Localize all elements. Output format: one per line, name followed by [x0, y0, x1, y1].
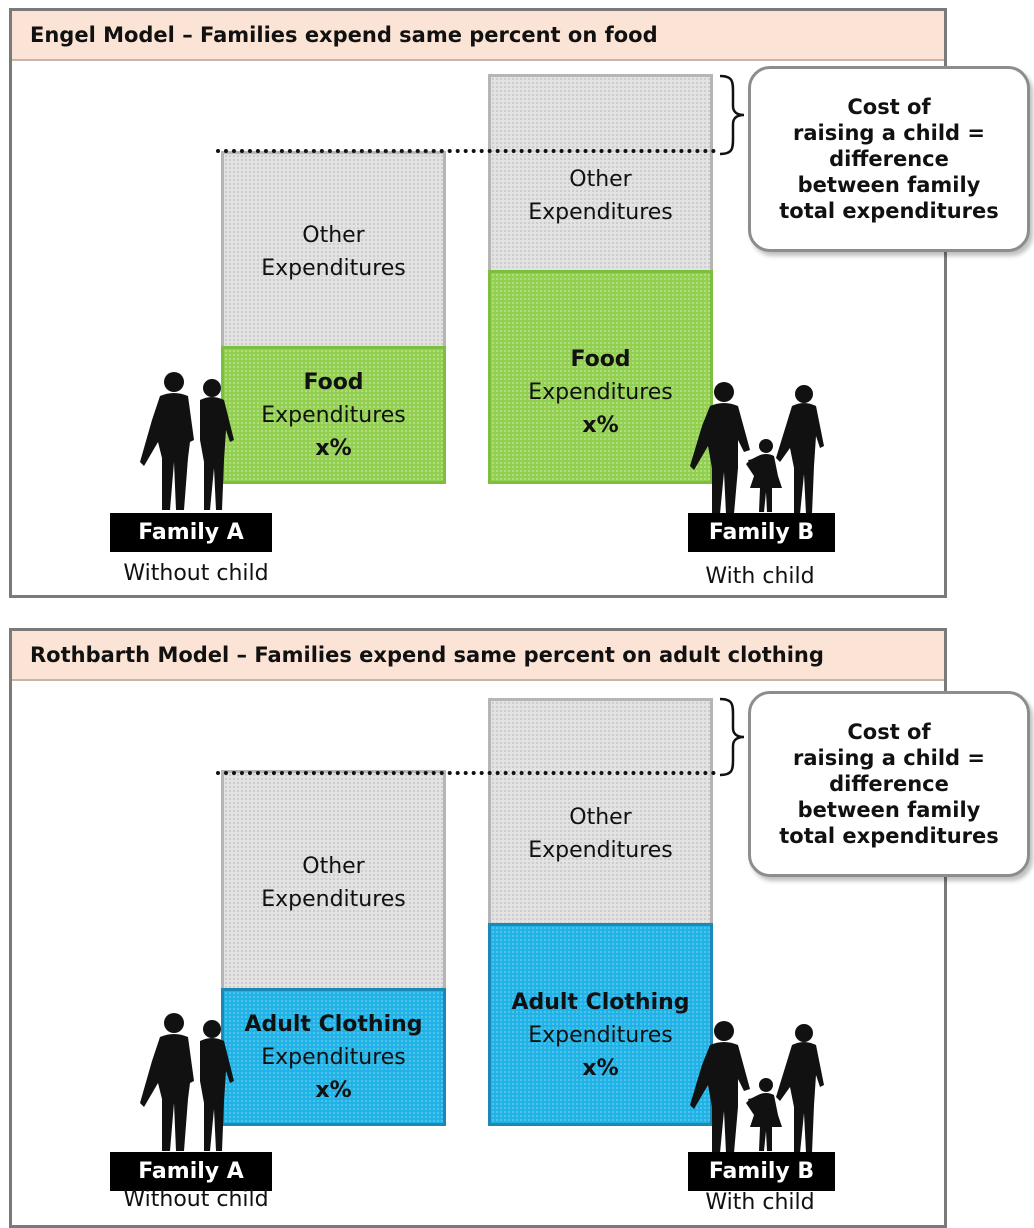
bar-category-label: Food [570, 346, 631, 372]
bar-category-label: Adult Clothing [511, 990, 690, 1015]
bar-percent-label: x% [582, 412, 619, 438]
bar-label: Other [569, 166, 632, 192]
family-a-adult-clothing-expenditures-bar: Adult Clothing Expenditures x% [221, 988, 446, 1126]
family-b-label: Family B [688, 513, 835, 552]
family-a-subtitle: Without child [123, 1187, 269, 1212]
callout-line: between family [797, 798, 981, 822]
bar-label: Expenditures [528, 379, 673, 405]
family-with-child-silhouette-icon [690, 382, 824, 514]
total-expenditure-dotted-line [216, 771, 716, 775]
callout-line: difference [829, 772, 949, 796]
family-a-label: Family A [110, 1152, 272, 1191]
family-a-other-expenditures-bar: Other Expenditures [221, 770, 446, 995]
family-b-label: Family B [688, 1152, 835, 1191]
bar-label: Other [302, 223, 365, 248]
family-a-other-expenditures-bar: Other Expenditures [221, 151, 446, 353]
curly-brace-icon [719, 74, 745, 156]
bar-percent-label: x% [315, 1077, 352, 1103]
family-with-child-silhouette-icon [690, 1021, 824, 1153]
family-b-subtitle: With child [705, 564, 815, 589]
callout-line: raising a child = [793, 121, 985, 145]
callout-line: raising a child = [793, 746, 985, 770]
callout-line: Cost of [847, 95, 931, 119]
callout-line: total expenditures [779, 199, 999, 223]
callout-line: Cost of [847, 720, 931, 744]
bar-label: Other [302, 853, 365, 879]
family-b-other-expenditures-bar: Other Expenditures [488, 74, 713, 277]
family-b-food-expenditures-bar: Food Expenditures x% [488, 270, 713, 484]
family-a-label: Family A [110, 513, 272, 552]
callout-line: difference [829, 147, 949, 171]
callout-line: total expenditures [779, 824, 999, 848]
bar-label: Expenditures [528, 838, 673, 863]
bar-percent-label: x% [582, 1056, 619, 1081]
bar-label: Other [569, 805, 632, 830]
bar-label: Expenditures [528, 1023, 673, 1048]
bar-label: Expenditures [528, 199, 673, 225]
bar-category-label: Adult Clothing [244, 1011, 423, 1037]
family-a-subtitle: Without child [123, 561, 269, 586]
family-b-subtitle: With child [705, 1190, 815, 1215]
cost-of-child-callout: Cost of raising a child = difference bet… [748, 691, 1030, 877]
family-a-food-expenditures-bar: Food Expenditures x% [221, 346, 446, 484]
two-adults-silhouette-icon [140, 1013, 234, 1151]
bar-label: Expenditures [261, 886, 406, 912]
bar-percent-label: x% [315, 435, 352, 461]
callout-line: between family [797, 173, 981, 197]
curly-brace-icon [719, 697, 745, 777]
total-expenditure-dotted-line [216, 149, 716, 153]
family-b-adult-clothing-expenditures-bar: Adult Clothing Expenditures x% [488, 923, 713, 1126]
bar-label: Expenditures [261, 1044, 406, 1070]
family-b-other-expenditures-bar: Other Expenditures [488, 698, 713, 930]
two-adults-silhouette-icon [140, 372, 234, 510]
panel-title: Engel Model – Families expend same perce… [12, 11, 944, 61]
bar-category-label: Food [303, 369, 364, 395]
bar-label: Expenditures [261, 402, 406, 428]
cost-of-child-callout: Cost of raising a child = difference bet… [748, 66, 1030, 252]
bar-label: Expenditures [261, 256, 406, 281]
panel-title: Rothbarth Model – Families expend same p… [12, 631, 944, 681]
